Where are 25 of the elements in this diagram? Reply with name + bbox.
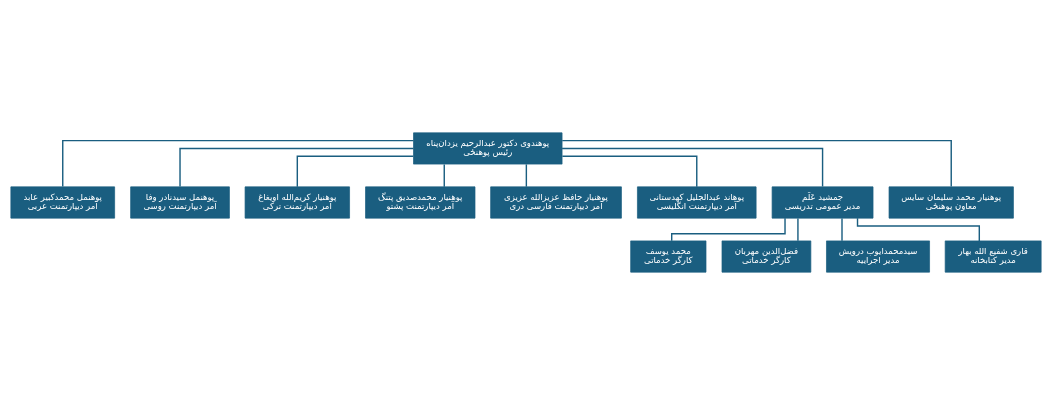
connector: [525, 163, 528, 187]
node-box: پوهنیار کریم‌الله اویغاغ آمر دیپارتمنت ترکی: [244, 186, 350, 218]
node-box: محمد یوسف کارگر خدماتی: [630, 240, 707, 272]
node-box: سیدمحمدایوب درویش مدیر اجراییه: [826, 240, 930, 272]
node-box: پوهاند عبدالجلیل کهدستانی آمر دیپارتمنت انگلیسی: [637, 186, 757, 218]
node-box: جمشید عَلَم مدیر عمومی تدریسی: [771, 186, 874, 218]
connector: [561, 139, 952, 187]
node-box: پوهنیار محمدصدیق پتنگ آمر دیپارتمنت پشتو: [365, 186, 476, 218]
connector: [179, 147, 415, 187]
connector: [443, 163, 445, 187]
connector: [671, 216, 786, 241]
node-box: فضل‌الدین مهربان کارگر خدماتی: [721, 240, 812, 272]
connector: [841, 217, 843, 241]
node-box: پوهندوی دکتور عبدالرحیم یزدان‌پناه رئیس پوهنځی: [413, 132, 563, 164]
connector: [561, 155, 698, 188]
connector: [561, 147, 824, 187]
connector: [797, 217, 799, 241]
connector: [296, 155, 415, 188]
node-box: پوهنمل سیدنادر وفا آمر دیپارتمنت روسی: [130, 186, 230, 218]
node-box: قاری شفیع الله بهار مدیر کتابخانه: [944, 240, 1042, 272]
node-box: پوهنیار محمد سلیمان سایس معاون پوهنځی: [888, 186, 1014, 218]
node-box: پوهنیار حافظ عزیزالله عزیزی آمر دیپارتمنت فارسی دری: [490, 186, 622, 218]
connector: [62, 139, 415, 187]
node-box: پوهنمل محمدکبیر عابد آمر دیپارتمنت عربی: [10, 186, 115, 218]
connector: [856, 217, 980, 242]
